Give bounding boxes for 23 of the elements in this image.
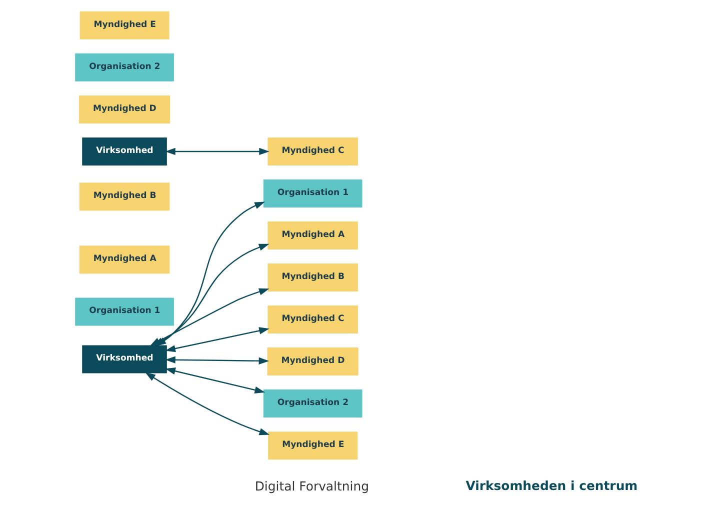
label: Virksomheden i centrum	[465, 478, 638, 493]
arrow	[144, 372, 270, 436]
node-box: Myndighed C	[267, 306, 358, 334]
node-box: Myndighed A	[78, 246, 170, 274]
node-box: Myndighed D	[78, 95, 170, 124]
node-box: Organisation 1	[74, 298, 174, 326]
node-box: Myndighed E	[268, 432, 358, 460]
node-box: Virksomhed	[82, 137, 166, 166]
node-box: Organisation 2	[262, 390, 362, 418]
arrow	[164, 327, 269, 352]
node-box: Myndighed C	[267, 137, 358, 166]
arrow	[164, 356, 269, 364]
node-box: Organisation 1	[262, 179, 362, 208]
node-box: Virksomhed	[82, 345, 166, 374]
arrow	[164, 148, 269, 156]
node-box: Myndighed B	[78, 182, 170, 211]
label: Digital Forvaltning	[254, 478, 369, 494]
arrow	[164, 368, 265, 394]
node-box: Myndighed E	[79, 11, 169, 40]
node-box: Myndighed D	[266, 348, 358, 376]
node-box: Myndighed B	[267, 264, 358, 292]
node-box: Organisation 2	[74, 53, 174, 82]
node-box: Myndighed A	[267, 221, 358, 250]
